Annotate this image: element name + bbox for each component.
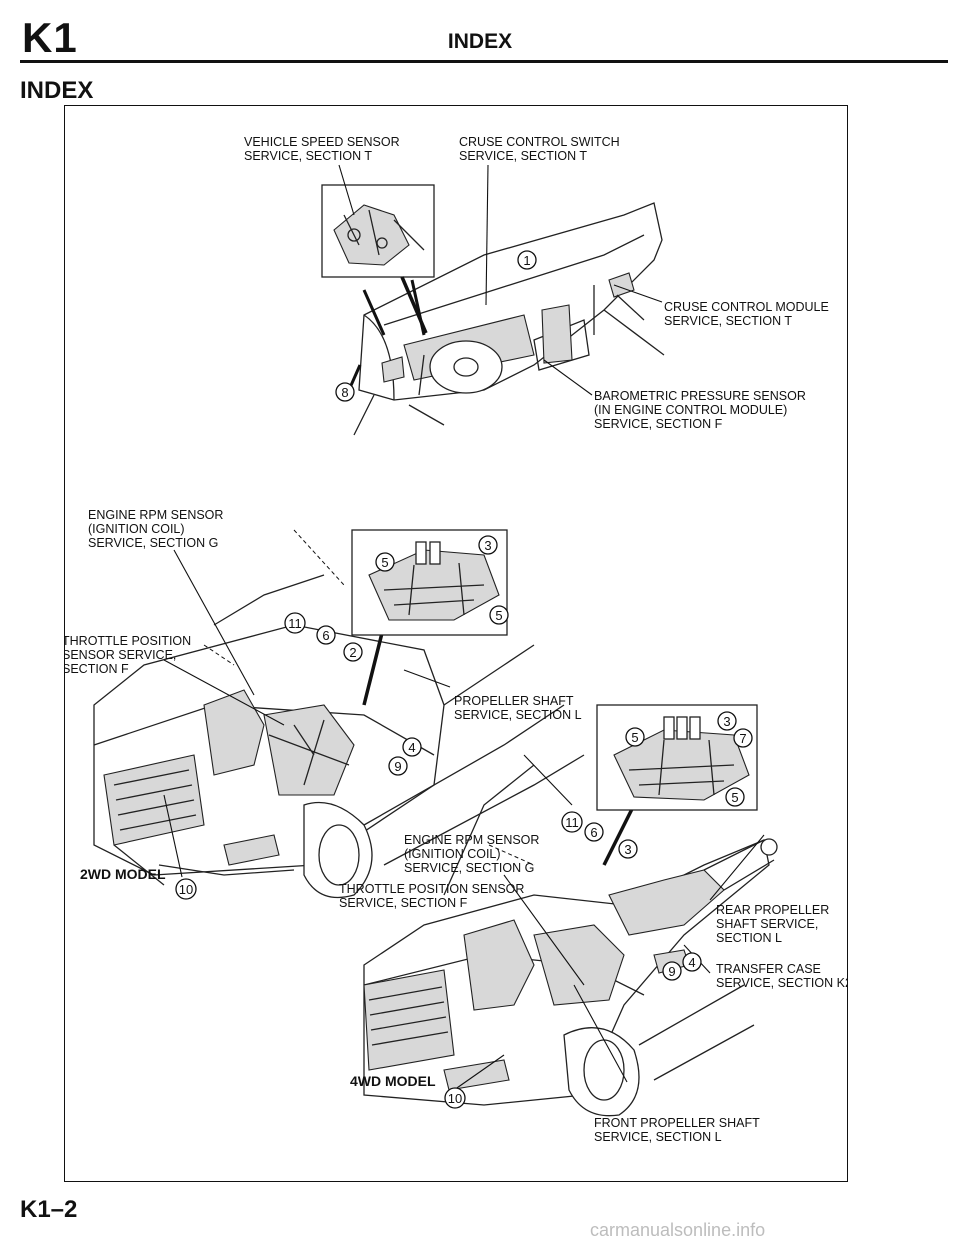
label-vehicle-speed-sensor: VEHICLE SPEED SENSOR SERVICE, SECTION T (244, 135, 400, 163)
svg-text:(IN ENGINE CONTROL MODULE): (IN ENGINE CONTROL MODULE) (594, 403, 787, 417)
label-propeller-shaft: PROPELLER SHAFT SERVICE, SECTION L (454, 694, 582, 722)
svg-text:SECTION L: SECTION L (716, 931, 782, 945)
svg-text:CRUSE CONTROL SWITCH: CRUSE CONTROL SWITCH (459, 135, 620, 149)
page-number: K1–2 (20, 1196, 78, 1223)
callout-2: 2 (343, 642, 363, 662)
svg-text:3: 3 (484, 538, 491, 553)
svg-text:SERVICE, SECTION T: SERVICE, SECTION T (664, 314, 792, 328)
leader-lines (163, 164, 765, 1091)
label-throttle-position-sensor-2wd: THROTTLE POSITION SENSOR SERVICE, SECTIO… (64, 634, 191, 676)
svg-text:1: 1 (523, 253, 530, 268)
svg-text:(IGNITION COIL): (IGNITION COIL) (404, 847, 501, 861)
svg-text:SERVICE, SECTION K2: SERVICE, SECTION K2 (716, 976, 848, 990)
svg-text:VEHICLE SPEED SENSOR: VEHICLE SPEED SENSOR (244, 135, 400, 149)
label-barometric-pressure-sensor: BAROMETRIC PRESSURE SENSOR (IN ENGINE CO… (594, 389, 806, 431)
header-rule (20, 60, 948, 63)
svg-text:5: 5 (381, 555, 388, 570)
svg-text:8: 8 (341, 385, 348, 400)
svg-text:CRUSE CONTROL MODULE: CRUSE CONTROL MODULE (664, 300, 829, 314)
svg-text:SERVICE, SECTION T: SERVICE, SECTION T (244, 149, 372, 163)
svg-text:SHAFT SERVICE,: SHAFT SERVICE, (716, 917, 818, 931)
page-heading: INDEX (20, 77, 94, 104)
callout-3-c: 3 (618, 839, 638, 859)
callout-7: 7 (733, 728, 753, 748)
label-2wd-model: 2WD MODEL (80, 866, 166, 882)
callout-8: 8 (335, 382, 355, 402)
svg-text:4: 4 (688, 955, 695, 970)
watermark: carmanualsonline.info (590, 1220, 766, 1240)
callout-10-a: 10 (175, 878, 197, 900)
callout-3-a: 3 (478, 535, 498, 555)
svg-text:SERVICE, SECTION F: SERVICE, SECTION F (594, 417, 723, 431)
index-figure: VEHICLE SPEED SENSOR SERVICE, SECTION T … (64, 135, 848, 1144)
svg-text:REAR PROPELLER: REAR PROPELLER (716, 903, 829, 917)
two-wd-illustration (93, 574, 585, 899)
svg-text:3: 3 (723, 714, 730, 729)
svg-text:SERVICE, SECTION L: SERVICE, SECTION L (454, 708, 582, 722)
label-throttle-position-sensor-4wd: THROTTLE POSITION SENSOR SERVICE, SECTIO… (339, 882, 524, 910)
callout-4-a: 4 (402, 737, 422, 757)
figure-frame (64, 105, 848, 1182)
label-cruse-control-switch: CRUSE CONTROL SWITCH SERVICE, SECTION T (459, 135, 620, 163)
svg-text:10: 10 (448, 1091, 462, 1106)
svg-text:4: 4 (408, 740, 415, 755)
svg-text:7: 7 (739, 731, 746, 746)
callout-6-a: 6 (316, 625, 336, 645)
svg-text:SERVICE, SECTION G: SERVICE, SECTION G (404, 861, 534, 875)
svg-text:6: 6 (590, 825, 597, 840)
svg-text:11: 11 (565, 815, 579, 830)
callout-9-b: 9 (662, 961, 682, 981)
svg-text:5: 5 (731, 790, 738, 805)
header-title: INDEX (447, 30, 513, 53)
label-transfer-case: TRANSFER CASE SERVICE, SECTION K2 (716, 962, 848, 990)
svg-text:ENGINE RPM SENSOR: ENGINE RPM SENSOR (88, 508, 223, 522)
svg-text:9: 9 (668, 964, 675, 979)
svg-text:THROTTLE POSITION SENSOR: THROTTLE POSITION SENSOR (339, 882, 524, 896)
four-wd-illustration (363, 764, 778, 1117)
svg-text:SERVICE, SECTION G: SERVICE, SECTION G (88, 536, 218, 550)
svg-text:9: 9 (394, 759, 401, 774)
svg-text:TRANSFER CASE: TRANSFER CASE (716, 962, 821, 976)
inset-2wd-valve-body (351, 529, 508, 636)
svg-text:THROTTLE POSITION: THROTTLE POSITION (64, 634, 191, 648)
callout-5-d: 5 (725, 787, 745, 807)
svg-text:ENGINE RPM SENSOR: ENGINE RPM SENSOR (404, 833, 539, 847)
callout-10-b: 10 (444, 1087, 466, 1109)
callout-9-a: 9 (388, 756, 408, 776)
svg-text:BAROMETRIC PRESSURE SENSOR: BAROMETRIC PRESSURE SENSOR (594, 389, 806, 403)
svg-text:(IGNITION COIL): (IGNITION COIL) (88, 522, 185, 536)
callout-11-a: 11 (284, 612, 306, 634)
svg-text:10: 10 (179, 882, 193, 897)
callout-6-b: 6 (584, 822, 604, 842)
svg-text:11: 11 (288, 616, 302, 631)
callout-4-b: 4 (682, 952, 702, 972)
svg-text:SERVICE, SECTION T: SERVICE, SECTION T (459, 149, 587, 163)
callout-11-b: 11 (561, 811, 583, 833)
svg-text:3: 3 (624, 842, 631, 857)
label-cruse-control-module: CRUSE CONTROL MODULE SERVICE, SECTION T (664, 300, 829, 328)
svg-text:PROPELLER SHAFT: PROPELLER SHAFT (454, 694, 574, 708)
label-4wd-model: 4WD MODEL (350, 1073, 436, 1089)
callout-1: 1 (517, 250, 537, 270)
svg-text:6: 6 (322, 628, 329, 643)
label-front-propeller-shaft: FRONT PROPELLER SHAFT SERVICE, SECTION L (594, 1116, 760, 1144)
label-rear-propeller-shaft: REAR PROPELLER SHAFT SERVICE, SECTION L (716, 903, 829, 945)
callout-5-b: 5 (489, 605, 509, 625)
callout-5-c: 5 (625, 727, 645, 747)
svg-text:SERVICE, SECTION L: SERVICE, SECTION L (594, 1130, 722, 1144)
svg-text:2: 2 (349, 645, 356, 660)
svg-text:SENSOR SERVICE,: SENSOR SERVICE, (64, 648, 176, 662)
svg-text:FRONT PROPELLER SHAFT: FRONT PROPELLER SHAFT (594, 1116, 760, 1130)
section-code: K1 (22, 14, 78, 61)
label-engine-rpm-sensor-2wd: ENGINE RPM SENSOR (IGNITION COIL) SERVIC… (88, 508, 223, 550)
label-engine-rpm-sensor-4wd: ENGINE RPM SENSOR (IGNITION COIL) SERVIC… (404, 833, 539, 875)
svg-text:5: 5 (631, 730, 638, 745)
inset-vehicle-speed-sensor (321, 184, 435, 334)
svg-text:SECTION F: SECTION F (64, 662, 129, 676)
callout-5-a: 5 (375, 552, 395, 572)
dashboard-illustration (347, 202, 665, 436)
callout-3-b: 3 (717, 711, 737, 731)
svg-text:SERVICE, SECTION F: SERVICE, SECTION F (339, 896, 468, 910)
svg-text:5: 5 (495, 608, 502, 623)
